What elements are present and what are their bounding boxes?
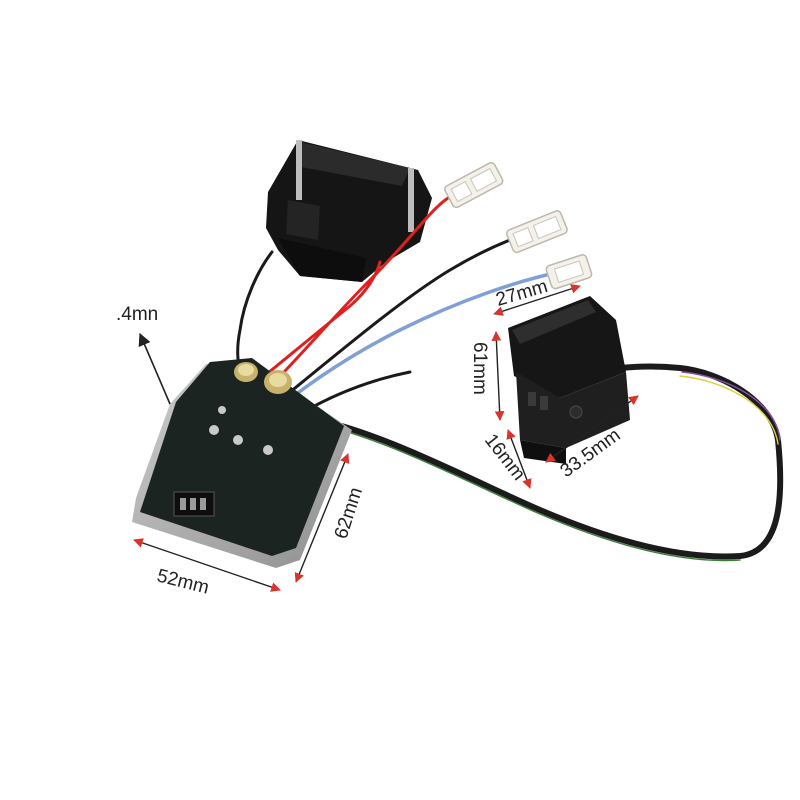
capacitor-2 [264, 370, 292, 394]
white-connector-2 [506, 210, 568, 254]
switch-height-arrow [491, 331, 505, 421]
dim-switch-height: 61mm [469, 342, 490, 395]
switch-depth-arrow [506, 429, 532, 489]
white-connector-1 [444, 161, 504, 209]
control-board [132, 358, 352, 568]
dim-board-thickness: .4mn [116, 304, 158, 325]
dim-board-height: 62mm [331, 485, 367, 542]
board-height-arrow [294, 453, 350, 583]
switch-width-arrow [493, 284, 581, 316]
white-connector-3 [545, 254, 593, 290]
dim-board-width: 52mm [155, 565, 211, 598]
cable-bundle [297, 363, 784, 560]
battery-connector [266, 140, 432, 282]
switch-length-arrow [545, 395, 639, 463]
wire-black-battery [236, 250, 274, 374]
wire-black-connector [266, 238, 512, 412]
trigger-switch [508, 296, 630, 464]
board-width-arrow [133, 538, 281, 592]
thickness-pointer [138, 332, 171, 405]
capacitor-1 [234, 362, 258, 382]
board-header [173, 491, 215, 517]
